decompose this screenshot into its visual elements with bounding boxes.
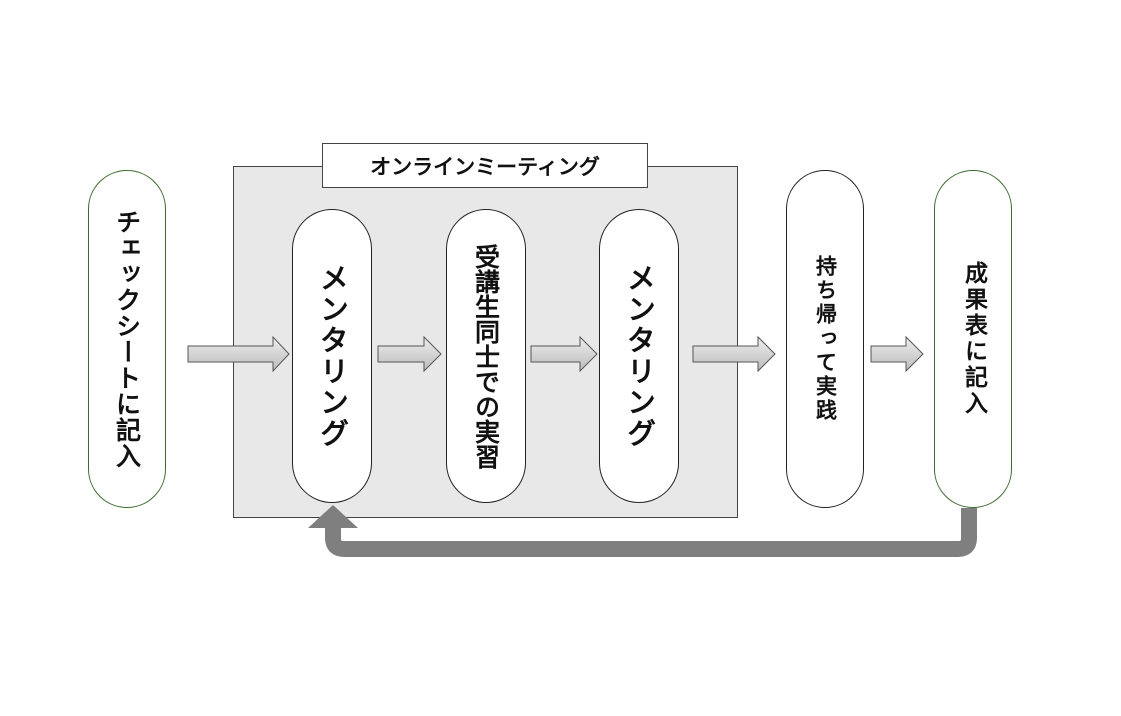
arrow-right-3 xyxy=(530,335,598,373)
step-mentoring-1-label: メンタリング xyxy=(315,263,350,449)
step-checksheet-label: チェックシートに記入 xyxy=(112,209,142,469)
loop-back-arrowhead xyxy=(308,505,358,528)
step-mentoring-2-label: メンタリング xyxy=(622,263,657,449)
arrow-right-5 xyxy=(870,335,924,373)
step-checksheet: チェックシートに記入 xyxy=(88,170,166,508)
step-peer-practice: 受講生同士での実習 xyxy=(446,209,526,503)
step-take-home-practice: 持ち帰って実践 xyxy=(786,170,864,508)
step-results-sheet: 成果表に記入 xyxy=(934,170,1012,508)
step-peer-practice-label: 受講生同士での実習 xyxy=(471,243,501,469)
arrow-right-1 xyxy=(187,335,290,373)
arrow-right-2 xyxy=(377,335,442,373)
step-take-home-practice-label: 持ち帰って実践 xyxy=(813,255,838,423)
step-mentoring-1: メンタリング xyxy=(292,209,372,503)
arrow-right-4 xyxy=(692,335,776,373)
step-results-sheet-label: 成果表に記入 xyxy=(960,261,987,417)
step-mentoring-2: メンタリング xyxy=(599,209,679,503)
online-meeting-title: オンラインミーティング xyxy=(322,143,648,188)
loop-back-connector xyxy=(325,508,977,557)
